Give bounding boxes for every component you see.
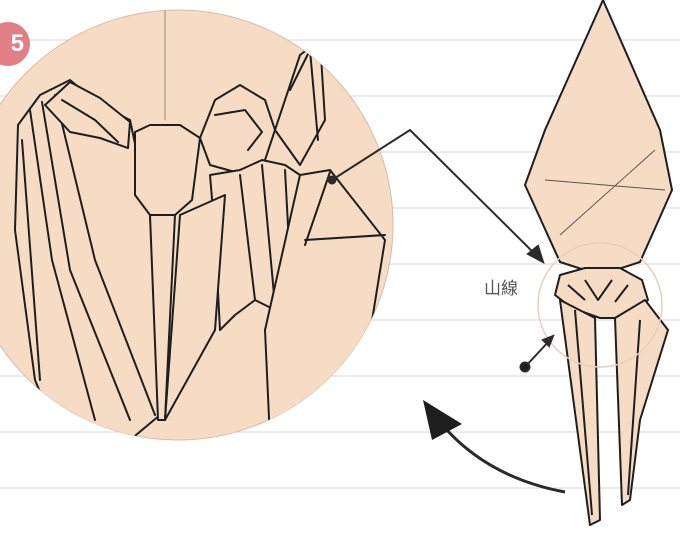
- small-arrow: [521, 336, 554, 372]
- mountain-fold-label: 山線: [484, 274, 518, 299]
- model-right-leg: [615, 300, 668, 505]
- head-block: [135, 125, 200, 215]
- upper-diamond: [525, 0, 672, 275]
- model-left-leg: [560, 300, 600, 525]
- full-model: [525, 0, 672, 525]
- rotate-arrow-icon: [423, 400, 565, 492]
